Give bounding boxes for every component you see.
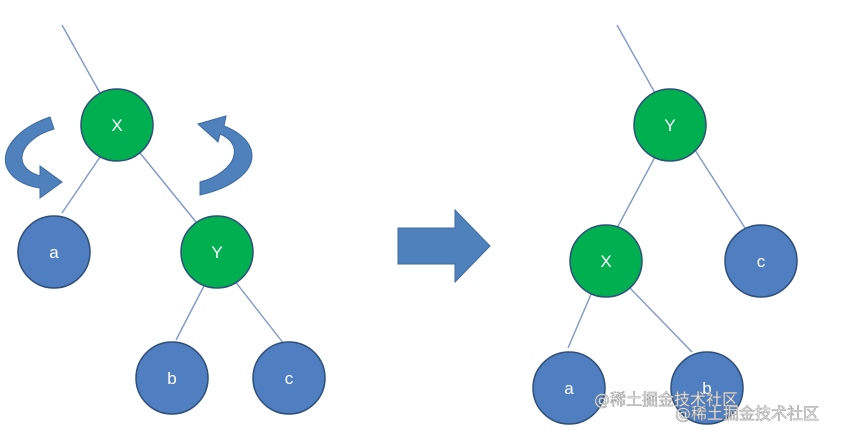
transform-arrow-icon [397,208,491,284]
node-c: c [252,341,326,415]
edge-parent-to-y [616,24,661,103]
node-y: Y [180,215,254,289]
edge-parent-to-x [61,24,106,103]
watermark-text-1: @稀土掘金技术社区 [594,390,738,409]
node-y-after-label: Y [664,116,675,135]
node-c-after-label: c [757,252,766,271]
node-b: b [135,341,209,415]
node-a-after-label: a [564,379,574,398]
node-y-after: Y [633,88,707,162]
edge-y-to-x [616,156,656,229]
node-b-after-label: b [702,379,711,398]
watermark-text-2: @稀土掘金技术社区 [675,404,819,423]
tree-after: Y X c a b [532,24,798,425]
node-a: a [17,215,91,289]
node-a-label: a [49,243,59,262]
node-x-after-label: X [600,252,611,271]
rotation-arrow-left-icon [4,116,63,199]
node-x-after: X [569,224,643,298]
edge-x-to-a [61,156,101,214]
edge-y-to-b [175,283,206,341]
edge-y-to-c-after [694,149,746,229]
edge-x-to-a-after [567,291,593,349]
node-c-label: c [285,369,294,388]
node-c-after: c [724,224,798,298]
watermark: @稀土掘金技术社区 @稀土掘金技术社区 [594,390,820,424]
rotation-arrow-right-icon [196,115,253,196]
tree-before: X a Y b c [4,24,326,415]
edge-y-to-c [233,279,285,345]
node-x-label: X [111,116,122,135]
node-x: X [80,88,154,162]
node-b-after: b [670,351,744,425]
edge-x-to-b-after [627,285,693,353]
node-a-after: a [532,351,606,425]
edge-x-to-y [135,147,197,223]
node-b-label: b [167,369,176,388]
node-y-label: Y [211,243,222,262]
